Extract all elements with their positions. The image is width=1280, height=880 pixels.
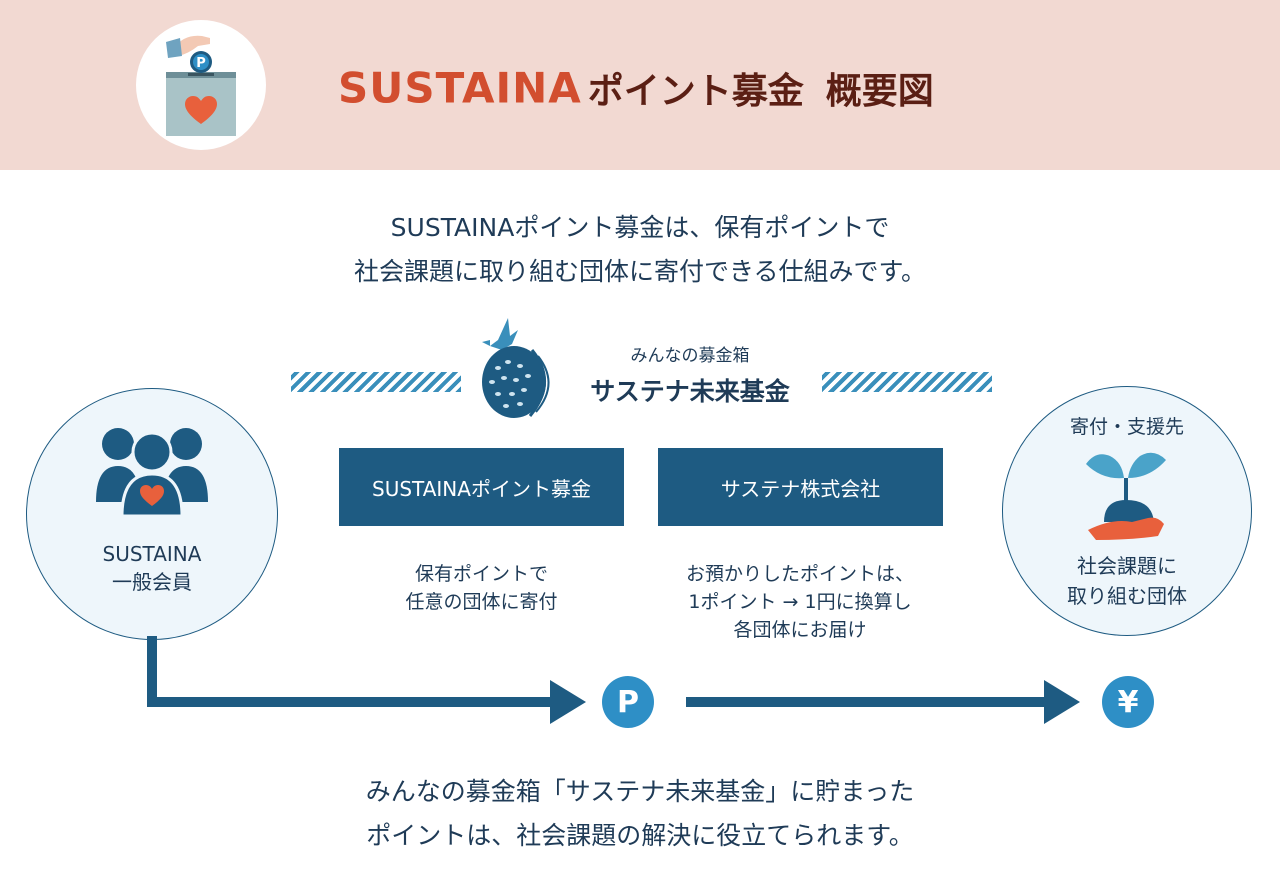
- yen-token: ¥: [1102, 676, 1154, 728]
- company-desc-line-3: 各団体にお届け: [733, 619, 867, 641]
- footer-line-1: みんなの募金箱「サステナ未来基金」に貯まった: [365, 777, 915, 806]
- target-label: 社会課題に 取り組む団体: [1002, 551, 1252, 611]
- target-line-1: 社会課題に: [1077, 554, 1177, 578]
- donation-desc-line-1: 保有ポイントで: [414, 563, 548, 585]
- member-label: SUSTAINA 一般会員: [26, 540, 278, 596]
- title-suffix: 概要図: [825, 71, 934, 112]
- logo-coin-label: P: [196, 56, 206, 71]
- member-line-1: SUSTAINA: [102, 542, 202, 566]
- company-desc-line-1: お預かりしたポイントは、: [685, 563, 914, 585]
- members-group-icon: [96, 428, 208, 518]
- member-line-2: 一般会員: [112, 570, 192, 594]
- target-title: 寄付・支援先: [1069, 416, 1184, 438]
- footer-text: みんなの募金箱「サステナ未来基金」に貯まった ポイントは、社会課題の解決に役立て…: [200, 770, 1080, 858]
- footer-line-2: ポイントは、社会課題の解決に役立てられます。: [366, 821, 914, 850]
- target-line-2: 取り組む団体: [1067, 584, 1187, 608]
- title-ja: ポイント募金: [587, 71, 804, 112]
- arrow-icon-2: [686, 680, 1080, 724]
- header-logo: P: [136, 20, 266, 150]
- point-token: P: [602, 676, 654, 728]
- intro-text: SUSTAINAポイント募金は、保有ポイントで 社会課題に取り組む団体に寄付でき…: [200, 206, 1080, 294]
- donation-desc-line-2: 任意の団体に寄付: [405, 591, 558, 613]
- donation-description: 保有ポイントで 任意の団体に寄付: [339, 560, 624, 616]
- fund-name: サステナ未来基金: [590, 377, 790, 406]
- arrow-icon: [147, 636, 586, 724]
- company-box: サステナ株式会社: [658, 448, 943, 526]
- fund-subtitle: みんなの募金箱: [630, 346, 750, 366]
- intro-line-1: SUSTAINAポイント募金は、保有ポイントで: [390, 213, 890, 242]
- intro-line-2: 社会課題に取り組む団体に寄付できる仕組みです。: [353, 257, 926, 286]
- stripe-right: [822, 372, 992, 392]
- sprout-hand-icon: [1086, 452, 1166, 540]
- donation-box-icon: P: [166, 35, 236, 136]
- fund-bird-logo-icon: [482, 318, 550, 418]
- company-description: お預かりしたポイントは、 1ポイント → 1円に換算し 各団体にお届け: [650, 560, 950, 644]
- company-desc-line-2: 1ポイント → 1円に換算し: [688, 591, 912, 613]
- stripe-left: [291, 372, 461, 392]
- title-en: SUSTAINA: [338, 63, 582, 113]
- donation-box: SUSTAINAポイント募金: [339, 448, 624, 526]
- heart-icon: [140, 485, 164, 506]
